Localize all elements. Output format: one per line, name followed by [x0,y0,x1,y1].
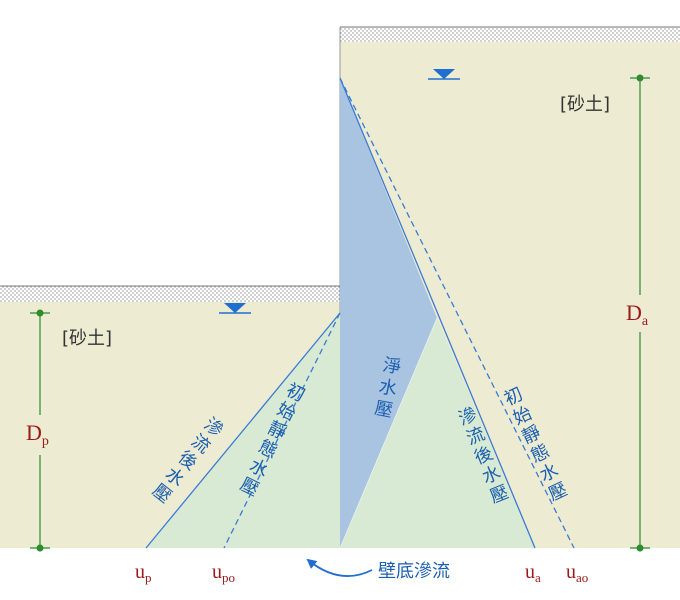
passive-dimension-label: Dp [26,420,49,449]
active-initial-line [339,77,575,549]
seepage-caption: 壁底滲流 [378,561,450,582]
svg-text:淨: 淨 [381,355,403,379]
net-pressure-line [339,317,438,549]
active-dimension [630,74,650,552]
passive-seepage-line [145,312,341,549]
ua-label: ua [525,561,541,585]
upo-label: upo [212,561,235,585]
net-pressure-region [340,78,437,548]
passive-dimension [30,309,50,552]
passive-initial-line [223,312,341,549]
right-soil-label: [砂土] [560,94,610,115]
active-dimension-label: Da [626,300,649,329]
left-water-table-icon [219,303,251,314]
right-ground-surface [340,27,680,42]
right-water-table-icon [428,69,460,80]
svg-text:水: 水 [377,376,399,400]
seepage-arrow-icon [306,558,373,577]
active-seepage-line [339,77,536,549]
net-pressure-label: 淨 水 壓 [373,355,403,422]
active-seepage-region [340,318,535,548]
uao-label: uao [566,561,588,585]
up-label: up [135,561,152,585]
left-ground-surface [0,286,340,302]
svg-text:壓: 壓 [373,398,395,422]
left-soil-label: [砂土] [62,328,112,349]
